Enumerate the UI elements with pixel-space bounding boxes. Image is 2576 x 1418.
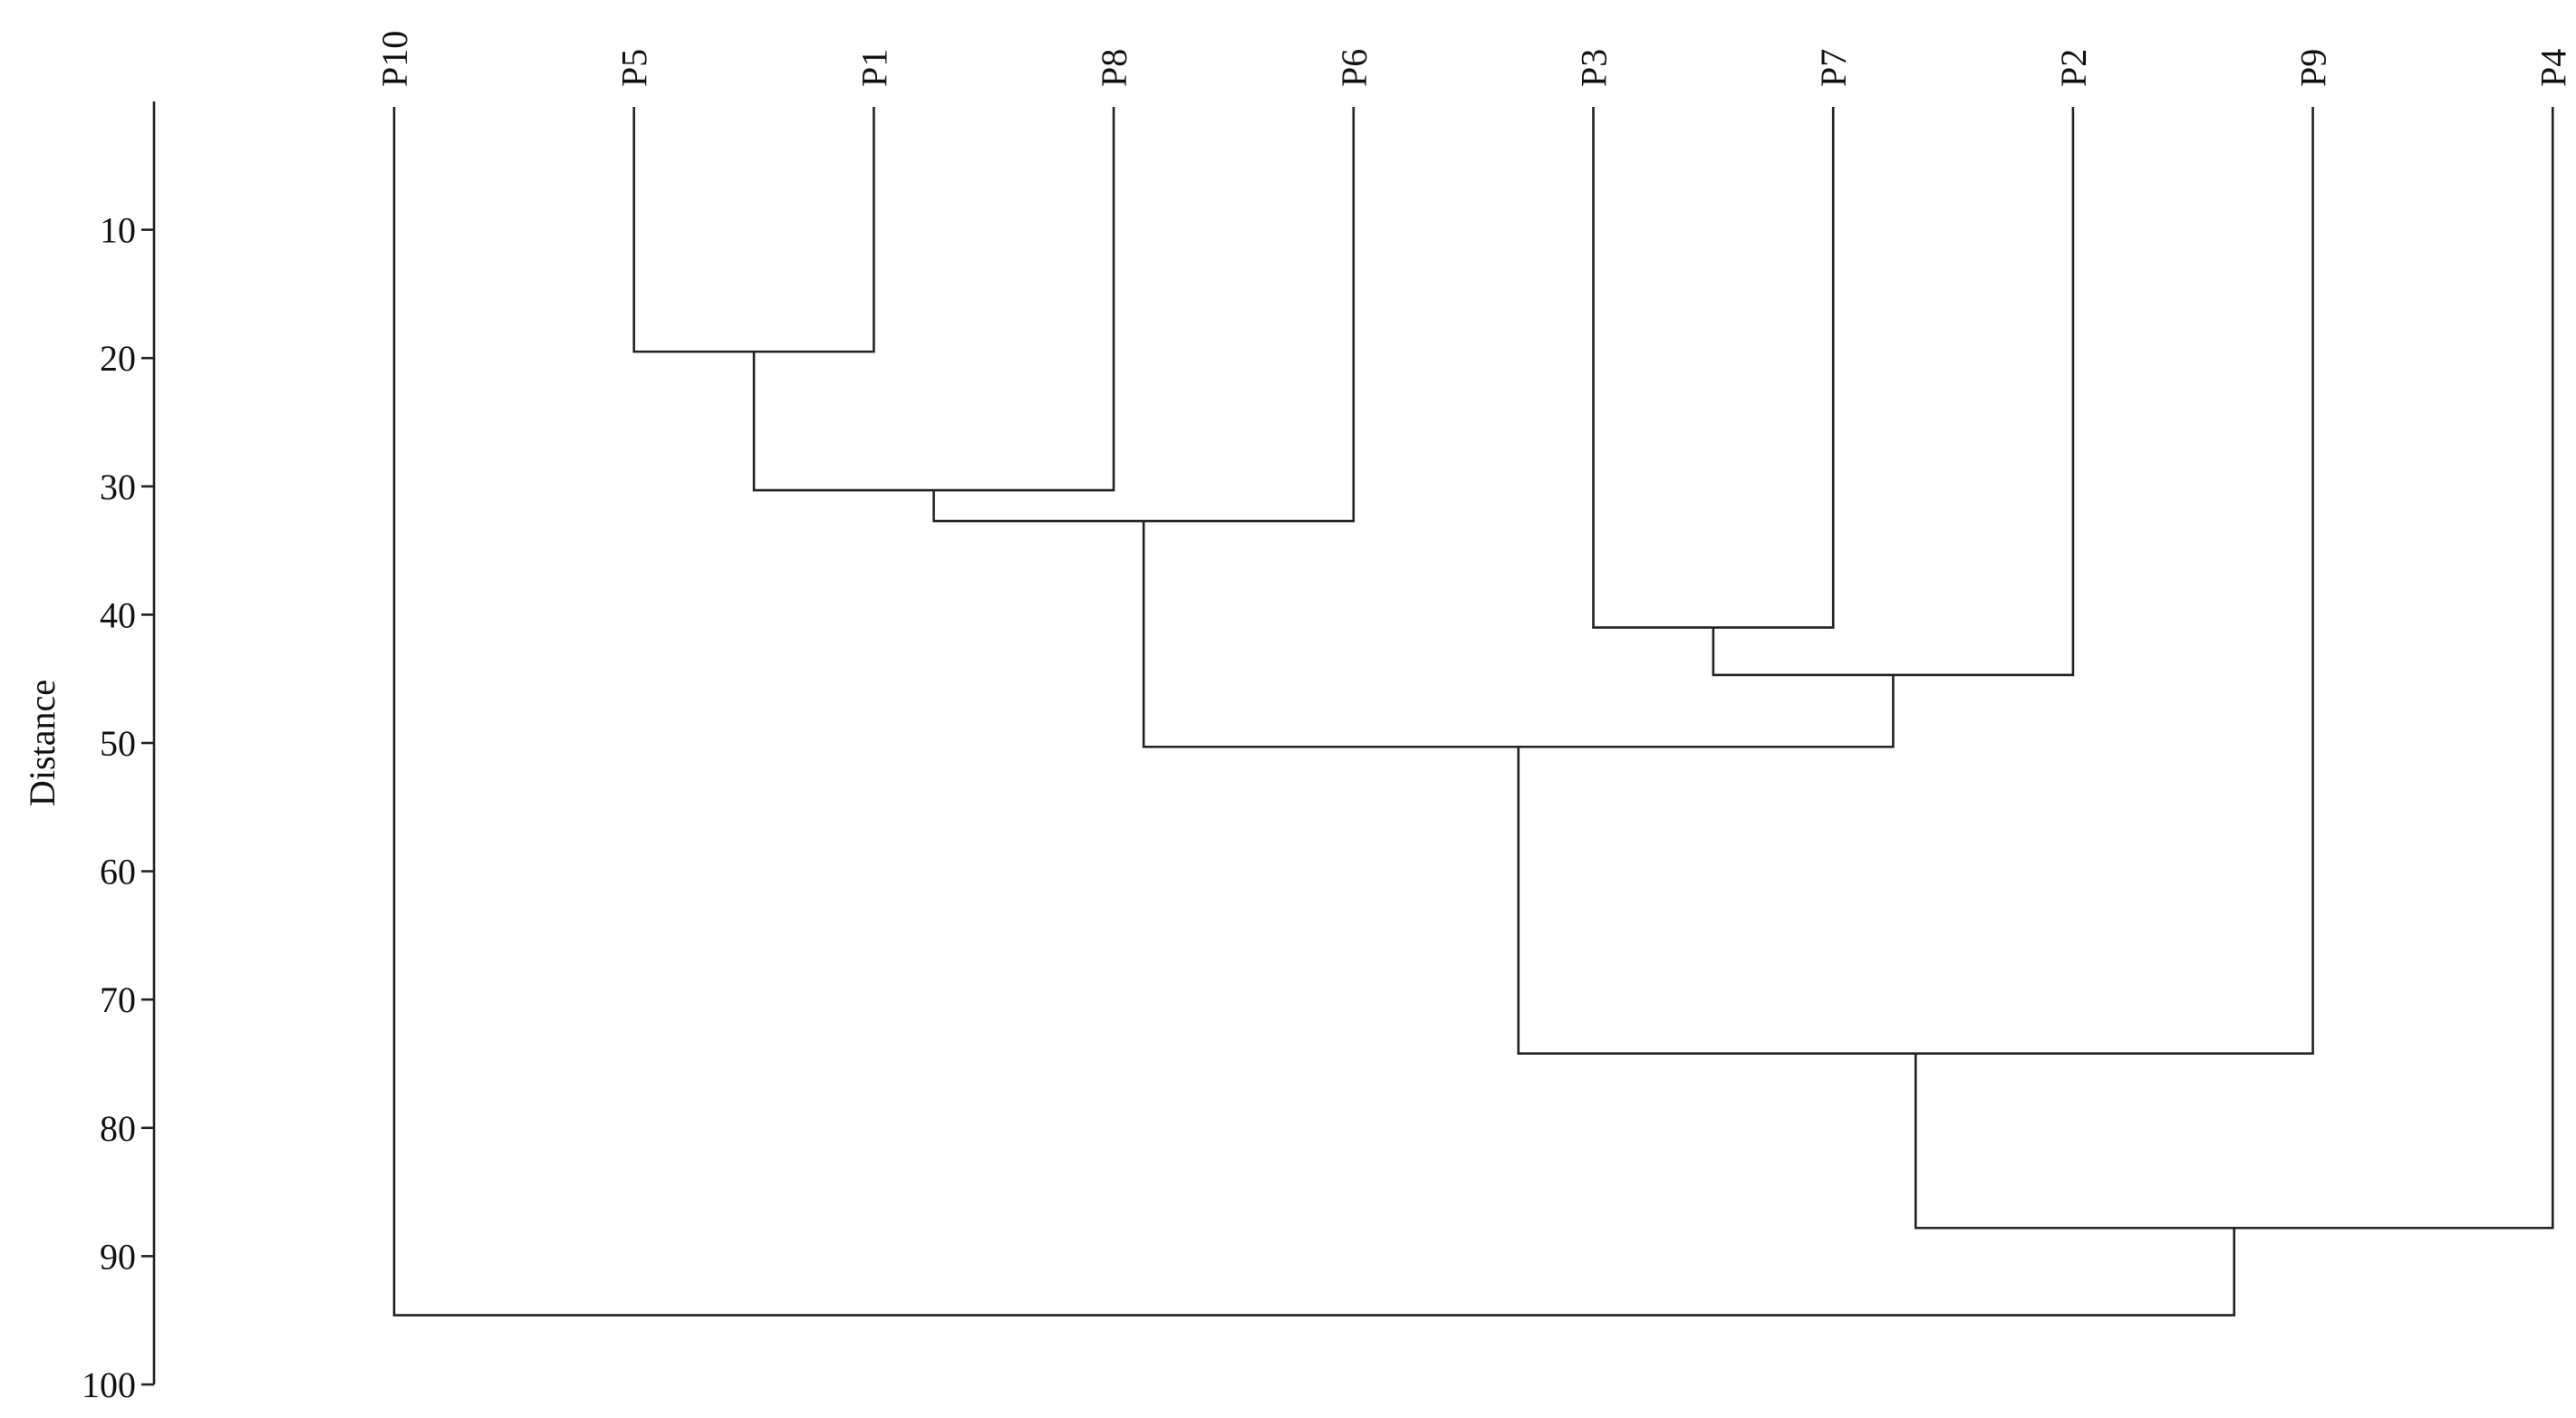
y-tick-label: 80 — [100, 1108, 136, 1149]
y-axis-ticks: 10 20 30 40 50 60 70 80 90 100 — [82, 210, 154, 1405]
dendrogram-link — [752, 107, 1115, 492]
leaf-label: P5 — [614, 49, 655, 87]
dendrogram-link — [1592, 107, 1835, 629]
leaf-label: P10 — [374, 31, 415, 87]
leaf-label: P6 — [1334, 49, 1375, 87]
y-axis-label: Distance — [22, 680, 63, 806]
dendrogram-link — [392, 107, 2236, 1317]
dendrogram-link — [1712, 107, 2075, 677]
leaf-label: P2 — [2053, 49, 2094, 87]
dendrogram-branches — [392, 107, 2554, 1317]
dendrogram-link — [932, 107, 1356, 523]
y-tick-label: 90 — [100, 1236, 136, 1277]
leaf-label: P9 — [2293, 49, 2334, 87]
y-tick-label: 10 — [100, 210, 136, 251]
dendrogram-link — [1142, 521, 1895, 748]
dendrogram-link — [1517, 107, 2314, 1055]
leaf-label: P1 — [854, 49, 894, 87]
leaf-label: P4 — [2533, 49, 2573, 87]
dendrogram-link — [632, 107, 875, 353]
leaf-label: P7 — [1813, 49, 1854, 87]
y-tick-label: 40 — [100, 594, 136, 635]
y-tick-label: 20 — [100, 338, 136, 379]
y-tick-label: 100 — [82, 1365, 136, 1405]
y-tick-label: 50 — [100, 723, 136, 764]
leaf-labels: P10 P5 P1 P8 P6 P3 P7 P2 P9 P4 — [374, 31, 2573, 87]
leaf-label: P8 — [1094, 49, 1134, 87]
y-tick-label: 60 — [100, 852, 136, 892]
y-tick-label: 30 — [100, 467, 136, 507]
dendrogram-link — [1914, 107, 2554, 1230]
y-tick-label: 70 — [100, 979, 136, 1020]
leaf-label: P3 — [1574, 49, 1615, 87]
